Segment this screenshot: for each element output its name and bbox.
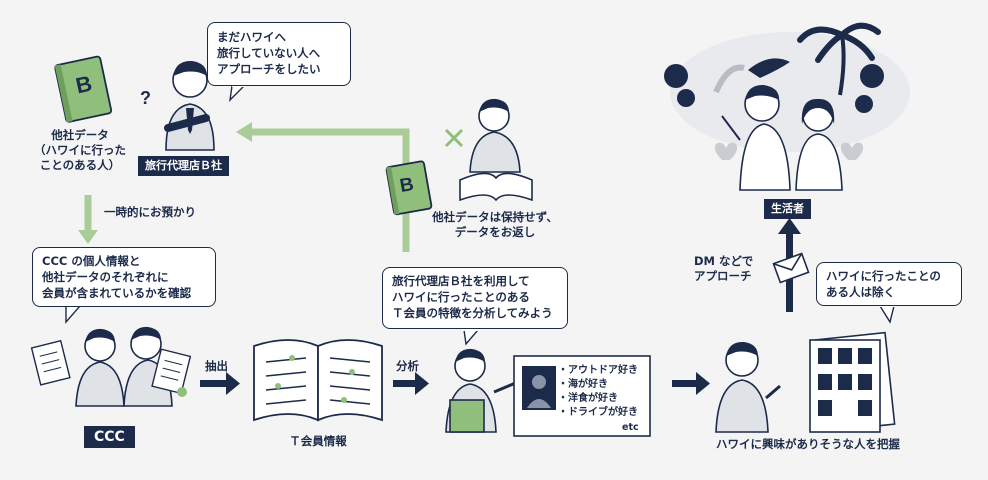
- feature-item: 洋食が好き: [558, 392, 638, 406]
- deposit-arrow-head: [78, 230, 98, 244]
- ccc-staff-figures: [32, 327, 191, 406]
- profile-avatar-icon: [522, 366, 556, 410]
- return-arrow-head: [236, 122, 252, 142]
- return-arrow: [245, 132, 406, 252]
- return-label: 他社データは保持せず、 データをお返し: [420, 210, 570, 240]
- feature-item: アウトドア好き: [558, 364, 638, 378]
- thought-bubble-tail: [230, 86, 244, 100]
- svg-text:?: ?: [140, 88, 151, 108]
- feature-item: ドライブが好き: [558, 406, 638, 420]
- other-data-label: 他社データ （ハワイに行った ことのある人）: [20, 128, 140, 173]
- analyze-bubble: 旅行代理店Ｂ社を利用して ハワイに行ったことのある Ｔ会員の特徴を分析してみよう: [382, 267, 568, 329]
- member-cards-stack: [810, 333, 895, 432]
- analyst-figure: [446, 349, 518, 432]
- grasp-arrow: [672, 372, 710, 395]
- hawaii-illustration: [664, 26, 910, 190]
- confirm-bubble: CCC の個人情報と 他社データのそれぞれに 会員が含まれているかを確認: [32, 247, 216, 307]
- analyst-reading-figure: [446, 99, 532, 200]
- analyze-arrow: [393, 372, 429, 395]
- dm-label: DM などで アプローチ: [694, 254, 753, 284]
- envelope-icon: [773, 253, 808, 282]
- grasp-label: ハワイに興味がありそうな人を把握: [716, 437, 900, 452]
- agency-staff-figure: ?: [140, 61, 214, 150]
- exclude-bubble: ハワイに行ったことの ある人は除く: [816, 262, 962, 306]
- feature-list: アウトドア好き 海が好き 洋食が好き ドライブが好き: [558, 364, 638, 420]
- consumer-tag: 生活者: [764, 199, 811, 219]
- agency-thought-bubble: まだハワイへ 旅行していない人へ アプローチをしたい: [207, 22, 351, 86]
- extract-arrow: [200, 372, 240, 395]
- extract-label: 抽出: [205, 359, 228, 374]
- feature-item: 海が好き: [558, 378, 638, 392]
- member-info-book-icon: [254, 340, 382, 420]
- analyze-label: 分析: [396, 359, 419, 374]
- member-info-label: Ｔ会員情報: [268, 434, 368, 449]
- feature-etc: etc: [622, 422, 639, 433]
- ccc-tag: CCC: [84, 426, 135, 448]
- presenter-figure: [716, 342, 780, 432]
- deposit-label: 一時的にお預かり: [104, 205, 196, 220]
- agency-tag: 旅行代理店Ｂ社: [138, 156, 229, 176]
